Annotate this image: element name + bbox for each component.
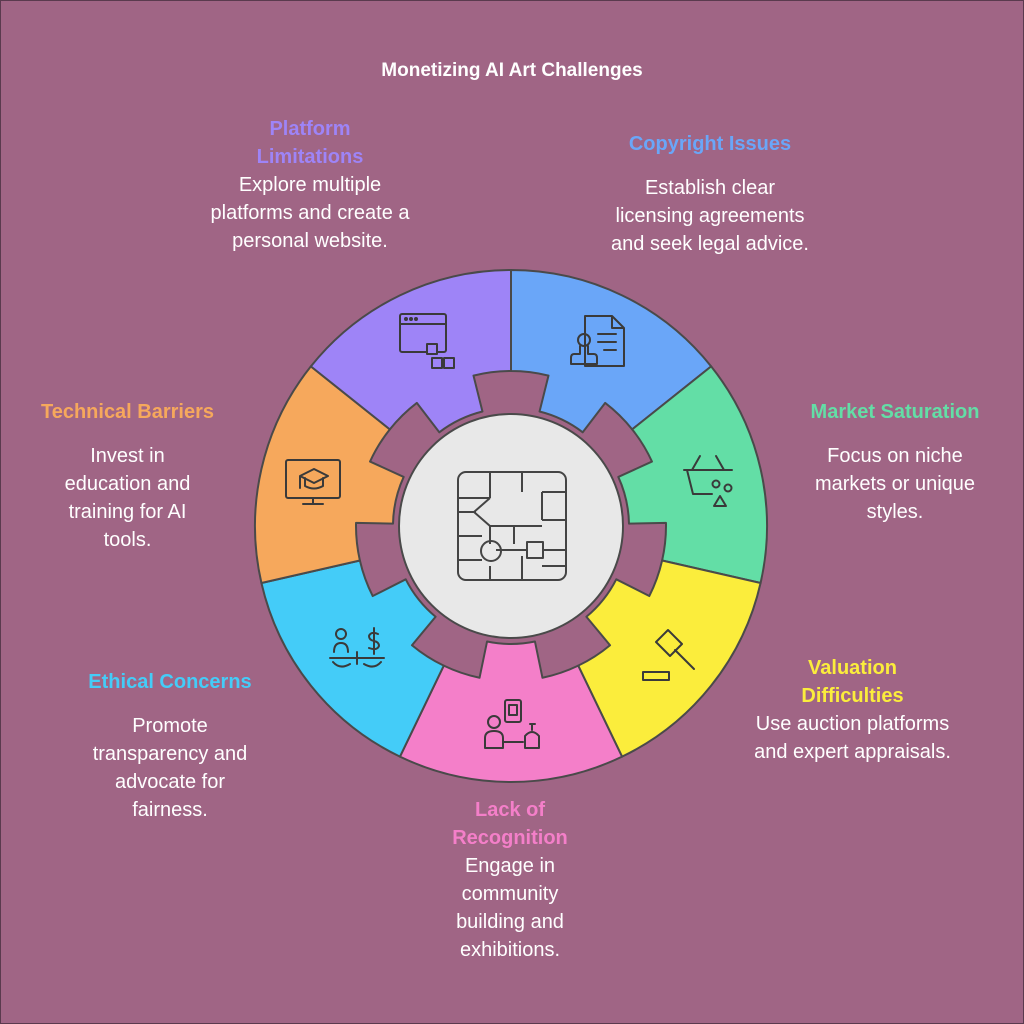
callout-description: Establish clear licensing agreements and… [611, 177, 809, 255]
callout-description: Use auction platforms and expert apprais… [754, 713, 951, 763]
basket-shapes-icon [683, 455, 733, 507]
callout-valuation: Valuation Difficulties Use auction platf… [750, 654, 955, 766]
callout-description: Engage in community building and exhibit… [456, 855, 564, 961]
callout-copyright: Copyright Issues Establish clear licensi… [590, 130, 830, 258]
callout-platform: Platform Limitations Explore multiple pl… [205, 115, 415, 255]
diagram-title: Monetizing AI Art Challenges [381, 60, 643, 81]
scale-justice-icon [329, 627, 385, 668]
gavel-icon [642, 629, 695, 681]
callout-description: Invest in education and training for AI … [64, 445, 191, 551]
callout-market: Market Saturation Focus on niche markets… [780, 398, 1010, 526]
callout-heading: Ethical Concerns [88, 671, 252, 693]
callout-technical: Technical Barriers Invest in education a… [15, 398, 240, 554]
callout-description: Focus on niche markets or unique styles. [814, 445, 976, 523]
circuit-chip-icon [457, 471, 567, 581]
callout-heading: Platform Limitations [256, 118, 364, 168]
callout-recognition: Lack of Recognition Engage in community … [430, 796, 590, 964]
graduation-monitor-icon [285, 459, 341, 505]
exhibition-visitor-icon [484, 699, 540, 749]
callout-heading: Market Saturation [810, 401, 980, 423]
callout-heading: Valuation Difficulties [801, 657, 904, 707]
callout-heading: Lack of Recognition [452, 799, 568, 849]
callout-ethical: Ethical Concerns Promote transparency an… [60, 668, 280, 824]
browser-window-icon [399, 313, 455, 369]
callout-heading: Technical Barriers [40, 401, 215, 423]
callout-description: Explore multiple platforms and create a … [210, 174, 410, 252]
callout-description: Promote transparency and advocate for fa… [92, 715, 248, 821]
callout-heading: Copyright Issues [628, 133, 792, 155]
document-stamp-icon [570, 315, 625, 367]
